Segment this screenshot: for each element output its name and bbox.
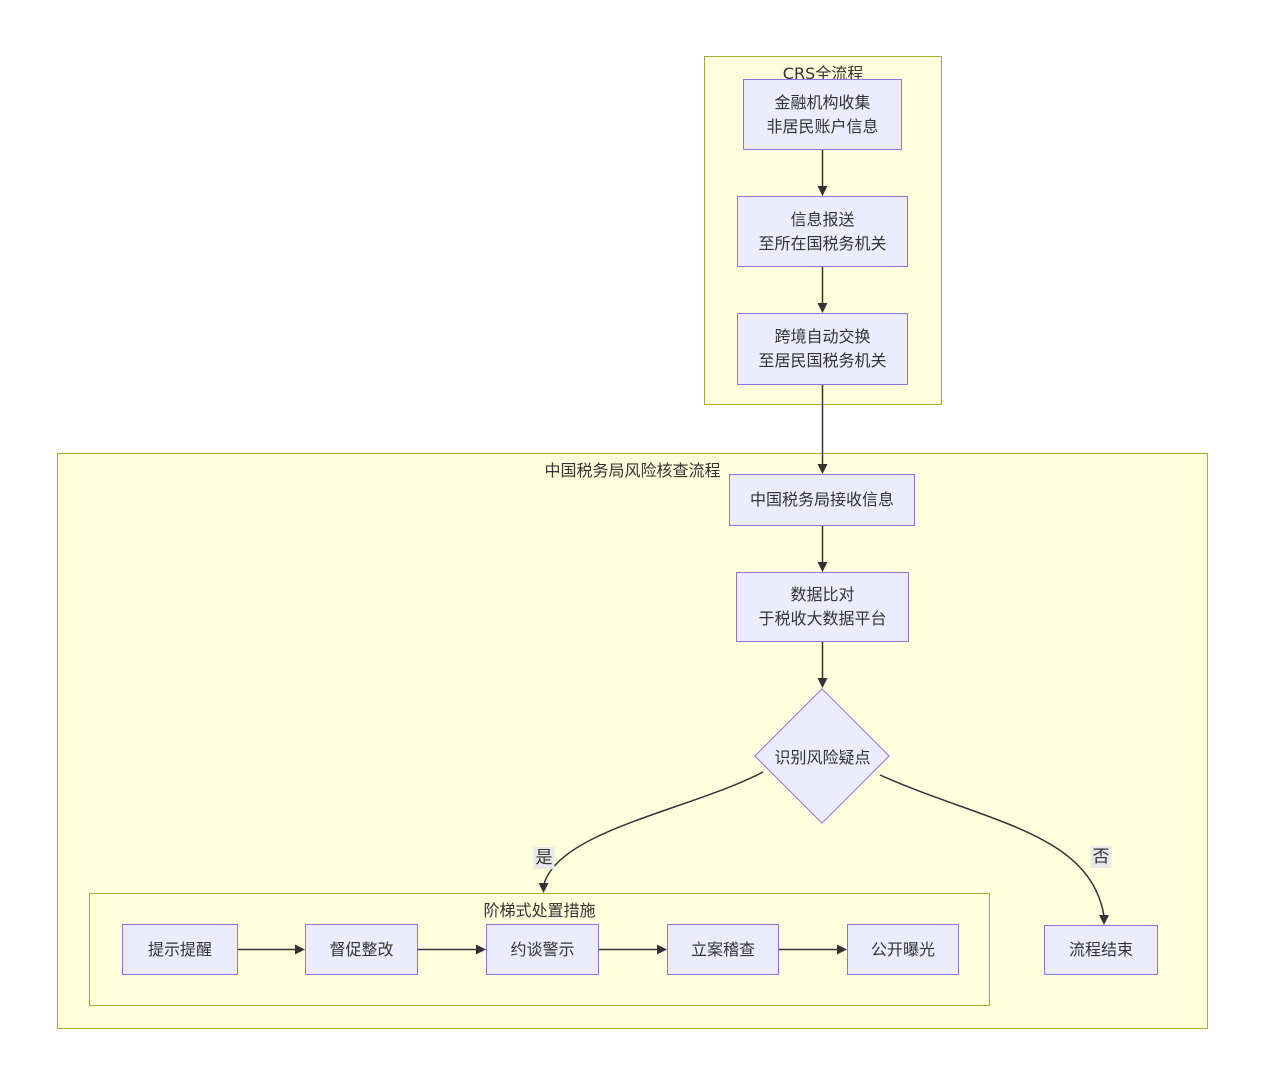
node-cn-tax-receive: 中国税务局接收信息: [729, 474, 915, 526]
node-cross-border-exchange: 跨境自动交换 至居民国税务机关: [737, 313, 908, 385]
node-data-compare: 数据比对 于税收大数据平台: [736, 572, 909, 642]
arrowhead-icon: [476, 944, 486, 955]
arrowhead-icon: [837, 944, 847, 955]
edge-identify-no: [879, 774, 1105, 917]
node-process-end: 流程结束: [1044, 925, 1158, 975]
arrowhead-icon: [295, 944, 305, 955]
node-info-report: 信息报送 至所在国税务机关: [737, 196, 908, 267]
node-financial-institution-collect: 金融机构收集 非居民账户信息: [743, 79, 902, 150]
arrowhead-icon: [817, 562, 828, 572]
arrowhead-icon: [657, 944, 667, 955]
node-public-expose: 公开曝光: [847, 924, 959, 975]
subgraph-measures-title: 阶梯式处置措施: [483, 901, 596, 920]
edge-label-yes: 是: [533, 847, 555, 869]
arrowhead-icon: [538, 883, 549, 893]
arrowhead-icon: [817, 678, 828, 688]
subgraph-cn-tax-title: 中国税务局风险核查流程: [544, 461, 721, 480]
node-case-investigate: 立案稽查: [667, 924, 779, 975]
arrowhead-icon: [817, 186, 828, 196]
edge-identify-yes: [543, 771, 764, 885]
decision-identify-risk-label: 识别风险疑点: [774, 748, 871, 767]
arrowhead-icon: [817, 464, 828, 474]
arrowhead-icon: [1099, 915, 1109, 925]
subgraph-crs-title: CRS全流程: [782, 64, 864, 83]
node-interview-warn: 约谈警示: [486, 924, 599, 975]
edge-label-no: 否: [1090, 846, 1112, 868]
node-remind: 提示提醒: [122, 924, 238, 975]
node-urge-rectify: 督促整改: [305, 924, 418, 975]
arrowhead-icon: [817, 303, 828, 313]
